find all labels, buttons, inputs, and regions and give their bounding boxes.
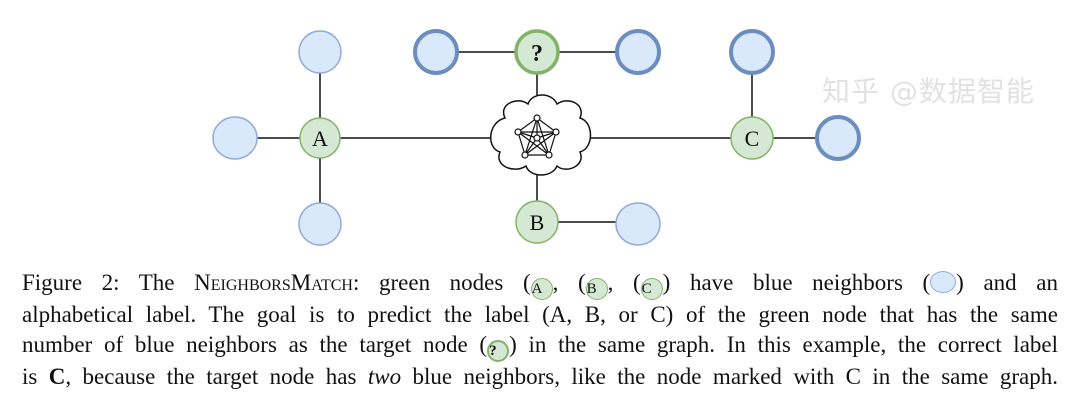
green-node-target-label: ? [531, 41, 543, 67]
blue-node-b-right [615, 202, 661, 246]
blue-node-a-top [298, 30, 342, 74]
blue-node-target-left [413, 29, 459, 75]
inline-node-c: C [640, 278, 663, 300]
method-name: NeighborsMatch [194, 270, 353, 295]
blue-node-a-left [212, 116, 258, 160]
caption-line-2: alphabetical label. The goal is to predi… [22, 302, 1058, 327]
blue-node-a-bottom [298, 202, 342, 246]
inline-node-a: A [530, 278, 553, 300]
inline-node-b: B [585, 278, 608, 300]
inline-blue-node-icon [930, 271, 957, 293]
blue-nodes [212, 29, 861, 246]
green-node-c: C [730, 116, 774, 160]
caption-line-3: number of blue neighbors as the target n… [22, 330, 1058, 362]
green-node-target: ? [514, 29, 560, 75]
cloud-icon [490, 94, 592, 176]
neighbors-match-figure: A ? B C [212, 29, 861, 246]
blue-node-target-right [615, 29, 661, 75]
green-node-b-label: B [530, 210, 545, 235]
inline-target-node: ? [487, 340, 510, 362]
caption-line-4: is C, because the target node has two bl… [22, 364, 1058, 389]
green-node-a-label: A [312, 126, 328, 151]
blue-node-c-top [729, 29, 775, 75]
green-node-b: B [515, 200, 559, 244]
blue-node-c-right [815, 115, 861, 161]
caption-line-1: Figure 2: The NeighborsMatch: green node… [22, 268, 1058, 300]
green-node-c-label: C [745, 126, 760, 151]
figure-caption: Figure 2: The NeighborsMatch: green node… [22, 268, 1058, 392]
watermark: 知乎 @数据智能 [822, 75, 1035, 108]
green-node-a: A [299, 117, 341, 159]
